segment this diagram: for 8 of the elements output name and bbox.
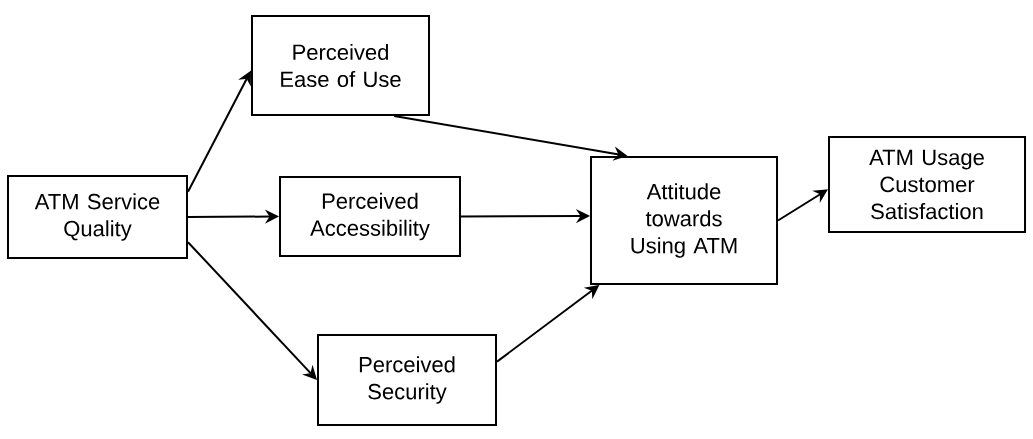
arrow [777, 189, 828, 222]
process-box: Perceived Ease of Use [251, 15, 430, 116]
process-box: Attitude towards Using ATM [590, 156, 778, 285]
process-box: ATM Service Quality [7, 175, 188, 259]
process-box: Perceived Accessibility [279, 176, 461, 257]
process-box: ATM Usage Customer Satisfaction [828, 136, 1026, 233]
arrow [187, 241, 317, 380]
process-box: Perceived Security [317, 334, 497, 426]
